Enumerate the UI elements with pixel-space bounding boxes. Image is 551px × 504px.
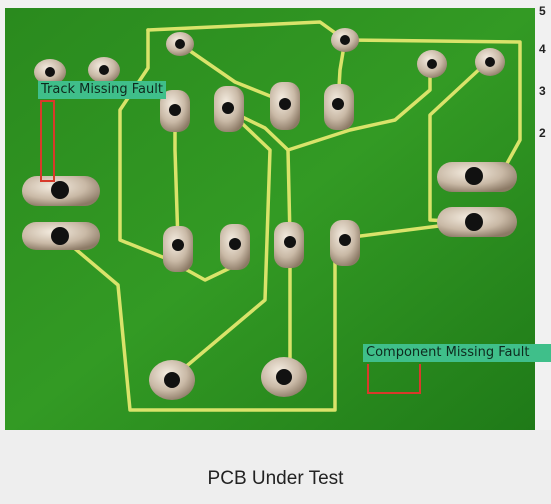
pcb-pads xyxy=(22,28,517,400)
lower-paper xyxy=(0,430,551,504)
component-fault-box xyxy=(367,364,421,394)
pad xyxy=(166,32,194,56)
side-number: 2 xyxy=(539,126,546,140)
pad xyxy=(274,222,304,268)
pad xyxy=(270,82,300,130)
figure-caption: PCB Under Test xyxy=(207,468,344,489)
pad xyxy=(149,360,195,400)
pad xyxy=(22,176,100,206)
pad xyxy=(163,226,193,272)
pad xyxy=(417,50,447,78)
pad xyxy=(34,59,66,85)
side-number: 4 xyxy=(539,42,546,56)
track-fault-box xyxy=(40,100,55,182)
pad xyxy=(475,48,505,76)
pad xyxy=(88,57,120,83)
pad xyxy=(324,84,354,130)
side-number: 5 xyxy=(539,4,546,18)
pad xyxy=(160,90,190,132)
pad xyxy=(437,162,517,192)
pad xyxy=(330,220,360,266)
pad xyxy=(214,86,244,132)
pad xyxy=(22,222,100,250)
component-fault-label: Component Missing Fault xyxy=(363,344,551,362)
side-number: 3 xyxy=(539,84,546,98)
pad xyxy=(220,224,250,270)
track-fault-label: Track Missing Fault xyxy=(38,81,166,99)
pad xyxy=(437,207,517,237)
pad xyxy=(261,357,307,397)
pad xyxy=(331,28,359,52)
